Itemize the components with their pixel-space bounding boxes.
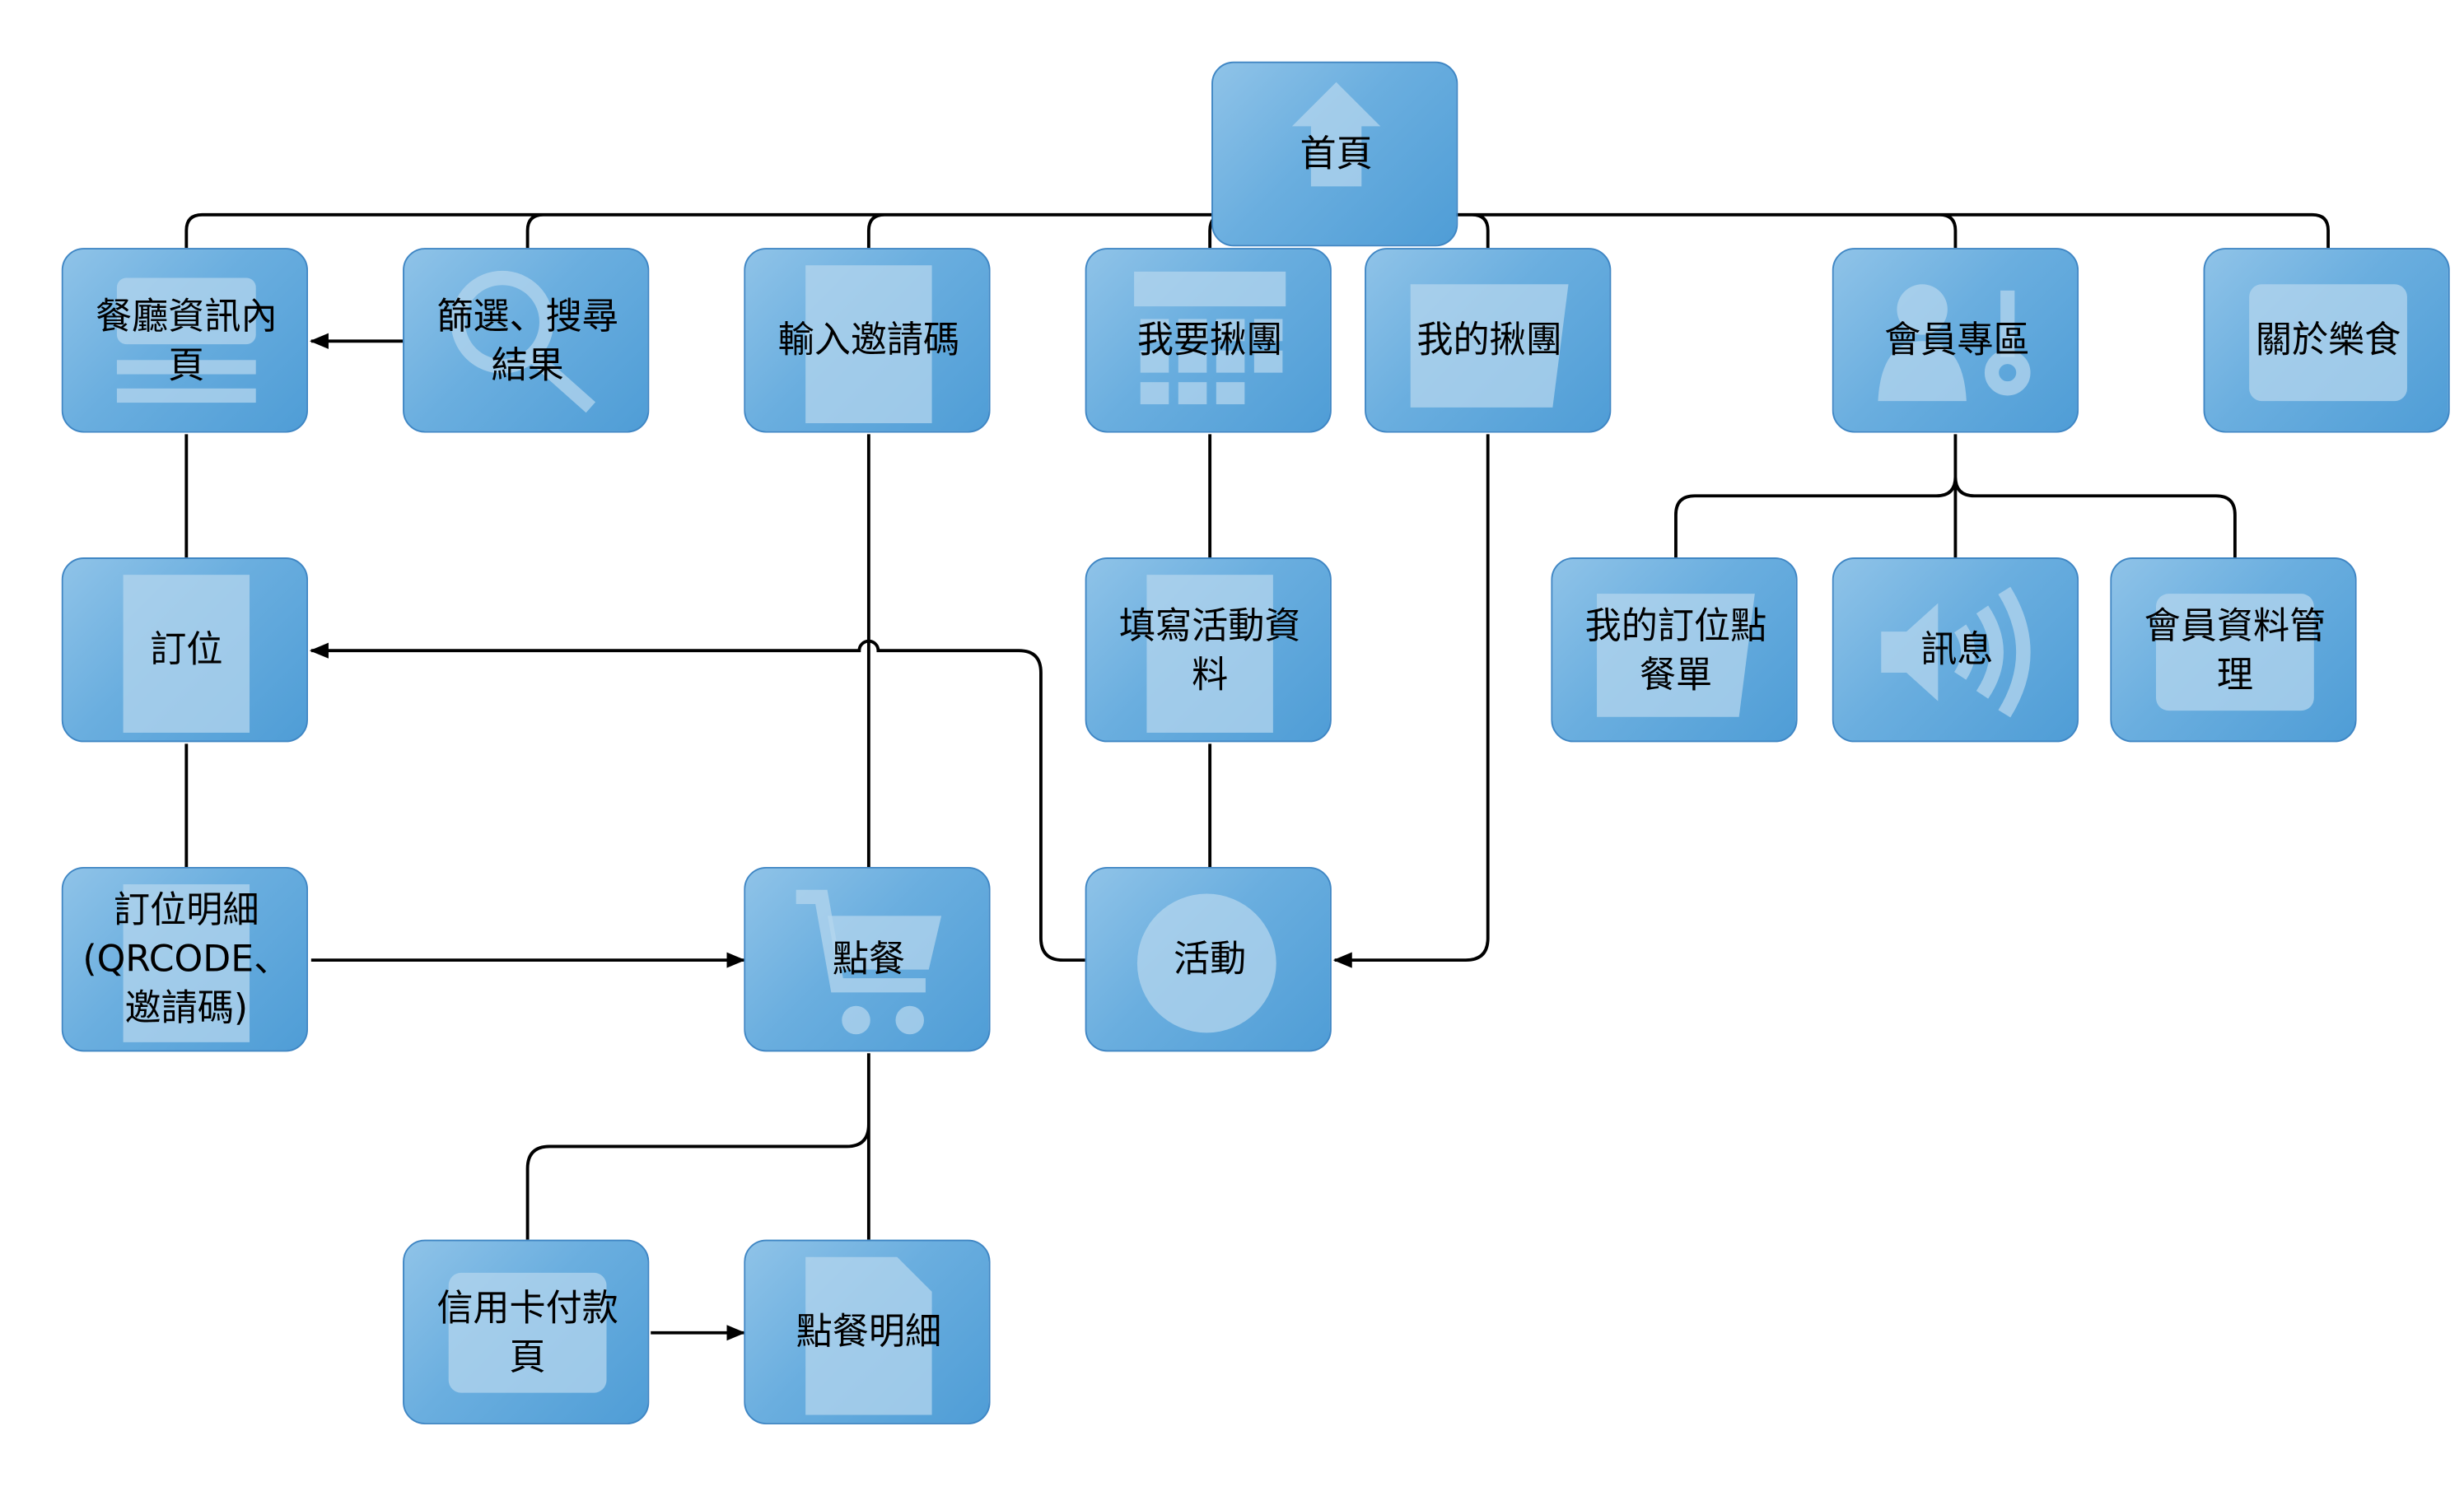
arrow-mygroups-to-activity xyxy=(1332,434,1490,968)
node-label: 會員資料管 理 xyxy=(2144,605,2326,696)
node-label: 訊息 xyxy=(1920,630,1994,672)
document-icon xyxy=(123,575,250,733)
node-label: 會員專區 xyxy=(1884,320,2030,362)
credit-card-icon xyxy=(448,1272,607,1393)
document-icon xyxy=(805,265,932,424)
node-label: 點餐 xyxy=(832,939,905,981)
id-card-icon xyxy=(2156,594,2314,711)
node-messages[interactable]: 訊息 xyxy=(1832,557,2079,743)
speaker-icon xyxy=(1881,586,2031,718)
node-label: 訂位 xyxy=(150,630,223,672)
search-icon xyxy=(450,270,596,413)
node-label: 信用卡付款 頁 xyxy=(436,1288,618,1378)
pie-chart-icon xyxy=(1136,893,1276,1033)
node-member-area[interactable]: 會員專區 xyxy=(1832,248,2079,433)
document-icon xyxy=(123,884,250,1042)
node-member-data[interactable]: 會員資料管 理 xyxy=(2110,557,2357,743)
node-my-orders[interactable]: 我的訂位點 餐單 xyxy=(1551,557,1798,743)
node-credit-card[interactable]: 信用卡付款 頁 xyxy=(403,1239,650,1424)
node-label: 活動 xyxy=(1174,939,1247,981)
node-reservation[interactable]: 訂位 xyxy=(61,557,309,743)
folder-icon xyxy=(1410,284,1569,408)
arrow-activity-to-reservation xyxy=(309,639,1085,962)
node-my-groups[interactable]: 我的揪團 xyxy=(1365,248,1612,433)
node-label: 餐廳資訊內 頁 xyxy=(96,296,278,386)
users-icon xyxy=(1878,284,2031,402)
calendar-icon xyxy=(1134,271,1286,404)
file-icon xyxy=(805,1256,932,1415)
node-activity[interactable]: 活動 xyxy=(1085,866,1332,1052)
id-card-icon xyxy=(2249,284,2407,402)
node-label: 填寫活動資 料 xyxy=(1118,605,1301,696)
connector-member-tree xyxy=(1674,434,2237,558)
node-order[interactable]: 點餐 xyxy=(744,866,991,1052)
node-label: 我的訂位點 餐單 xyxy=(1584,605,1767,696)
home-icon xyxy=(1291,82,1381,187)
node-restaurant-info[interactable]: 餐廳資訊內 頁 xyxy=(61,248,309,433)
node-filter-search[interactable]: 篩選、搜尋 結果 xyxy=(403,248,650,433)
list-icon xyxy=(116,277,256,403)
node-label: 關於樂食 xyxy=(2255,320,2401,362)
folder-icon xyxy=(1597,594,1755,717)
node-reservation-detail[interactable]: 訂位明細 (QRCODE、 邀請碼) xyxy=(61,866,309,1052)
node-label: 我要揪團 xyxy=(1136,320,1283,362)
node-about[interactable]: 關於樂食 xyxy=(2203,248,2450,433)
connector-order-tree xyxy=(525,1053,870,1240)
node-label: 篩選、搜尋 結果 xyxy=(436,296,618,386)
node-label: 首頁 xyxy=(1300,134,1373,175)
cart-icon xyxy=(796,889,942,1035)
node-label: 點餐明細 xyxy=(796,1312,942,1354)
node-fill-activity[interactable]: 填寫活動資 料 xyxy=(1085,557,1332,743)
document-icon xyxy=(1146,575,1273,733)
node-label: 訂位明細 (QRCODE、 邀請碼) xyxy=(82,890,291,1030)
node-create-group[interactable]: 我要揪團 xyxy=(1085,248,1332,433)
node-order-detail[interactable]: 點餐明細 xyxy=(744,1239,991,1424)
node-label: 輸入邀請碼 xyxy=(777,320,960,362)
node-label: 我的揪團 xyxy=(1416,320,1562,362)
node-invite-code[interactable]: 輸入邀請碼 xyxy=(744,248,991,433)
node-home[interactable]: 首頁 xyxy=(1211,61,1458,247)
